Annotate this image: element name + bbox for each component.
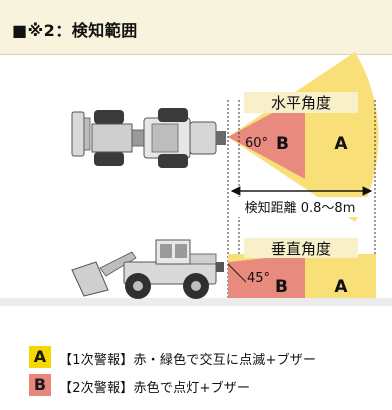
figure-title: ■※2：検知範囲 [12, 21, 138, 40]
angle-indicator-line [227, 263, 247, 283]
legend-text-b: 【2次警報】赤色で点灯+ブザー [59, 381, 251, 396]
zone-b-horizontal [228, 95, 305, 179]
wheel-loader-top-view-icon [71, 108, 226, 168]
horizontal-angle-title: 水平角度 [271, 94, 331, 112]
header-bar: ■※2：検知範囲 [0, 0, 392, 55]
horizontal-angle-label: 水平角度 [244, 92, 358, 113]
vertical-detection-area [228, 254, 376, 298]
detection-distance-label: 検知距離 0.8〜8m [245, 200, 356, 216]
legend-badge-b: B [29, 374, 51, 396]
vertical-zone-a-label: A [334, 277, 348, 297]
vertical-angle-title: 垂直角度 [271, 240, 331, 258]
horizontal-angle-value: 60° [245, 136, 268, 151]
vertical-angle-label: 垂直角度 [244, 238, 358, 258]
zone-b-vertical [228, 254, 305, 298]
vertical-angle-value: 45° [247, 271, 270, 286]
horizontal-zone-a-label: A [334, 134, 348, 154]
legend-text-a: 【1次警報】赤・緑色で交互に点滅+ブザー [59, 353, 317, 368]
ground [0, 298, 392, 306]
horizontal-zone-b-label: B [276, 134, 289, 154]
vertical-zone-b-label: B [275, 277, 288, 297]
legend-badge-a: A [29, 346, 51, 368]
wheel-loader-side-view-icon [71, 239, 224, 299]
